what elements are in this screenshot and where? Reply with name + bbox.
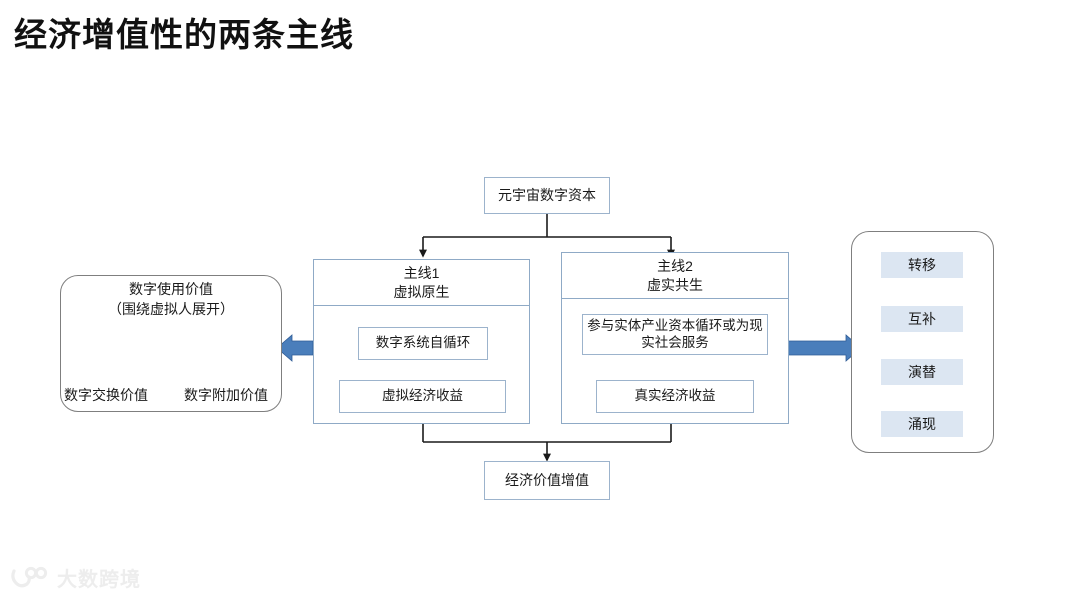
- right-panel-item-2-label: 互补: [908, 311, 936, 327]
- connector-bottom-merge: [422, 424, 672, 462]
- branch-1-step-1-label: 数字系统自循环: [375, 335, 471, 351]
- branch-2-step-2[interactable]: 真实经济收益: [596, 380, 754, 413]
- right-panel-item-4-label: 涌现: [908, 416, 936, 432]
- branch-1-header: 主线1 虚拟原生: [314, 260, 529, 306]
- connector-top-fork: [419, 214, 675, 258]
- block-arrow-left: [276, 334, 314, 362]
- node-economic-value-appreciation-label: 经济价值增值: [505, 471, 589, 488]
- left-value-panel[interactable]: [60, 275, 282, 412]
- page-title: 经济增值性的两条主线: [14, 16, 354, 53]
- right-panel-item-3-label: 演替: [908, 364, 936, 380]
- branch-1-header-line2: 虚拟原生: [393, 283, 450, 300]
- branch-1-step-1[interactable]: 数字系统自循环: [358, 327, 488, 360]
- node-economic-value-appreciation[interactable]: 经济价值增值: [484, 461, 610, 500]
- left-panel-use-value-line1: 数字使用价值: [129, 281, 213, 297]
- watermark: 大数跨境: [10, 563, 141, 592]
- branch-2-step-1[interactable]: 参与实体产业资本循环或为现实社会服务: [582, 314, 768, 355]
- node-metaverse-digital-capital[interactable]: 元宇宙数字资本: [484, 177, 610, 214]
- branch-2-step-1-label: 参与实体产业资本循环或为现实社会服务: [587, 317, 763, 350]
- panda-logo-icon: [11, 566, 48, 587]
- node-metaverse-digital-capital-label: 元宇宙数字资本: [498, 186, 596, 203]
- right-panel-item-2[interactable]: 互补: [881, 306, 963, 332]
- branch-2-header: 主线2 虚实共生: [562, 253, 788, 299]
- branch-2-header-line2: 虚实共生: [647, 276, 703, 293]
- right-panel-item-3[interactable]: 演替: [881, 359, 963, 385]
- branch-1-header-line1: 主线1: [403, 265, 440, 282]
- left-panel-exchange-value: 数字交换价值: [64, 387, 148, 403]
- left-panel-added-value: 数字附加价值: [184, 387, 268, 403]
- left-panel-use-value-line2: （围绕虚拟人展开）: [108, 301, 234, 317]
- branch-2-header-line1: 主线2: [657, 258, 693, 275]
- branch-1-step-2[interactable]: 虚拟经济收益: [339, 380, 506, 413]
- branch-1-step-2-label: 虚拟经济收益: [382, 388, 463, 404]
- right-panel-item-1-label: 转移: [908, 257, 936, 273]
- right-panel-item-1[interactable]: 转移: [881, 252, 963, 278]
- right-panel-item-4[interactable]: 涌现: [881, 411, 963, 437]
- branch-2-step-2-label: 真实经济收益: [634, 388, 716, 404]
- block-arrow-right: [786, 334, 862, 362]
- watermark-text: 大数跨境: [57, 569, 141, 591]
